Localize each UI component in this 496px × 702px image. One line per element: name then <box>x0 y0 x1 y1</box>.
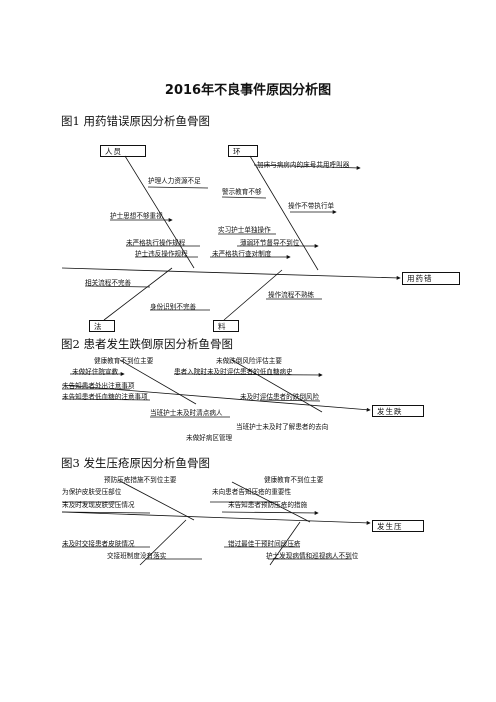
cause-label: 未及时交接患者皮肤情况 <box>62 540 135 548</box>
cause-label: 预防压疮措施不到位主要 <box>104 476 177 484</box>
cause-label: 健康教育不到位主要 <box>94 357 154 365</box>
cause-label: 身份识别不完善 <box>150 303 197 311</box>
fig3-bone-3 <box>139 519 187 566</box>
cause-label: 未做跌倒风险评估主要 <box>216 357 282 365</box>
cause-label: 未告知患者低血糖的注意事项 <box>62 393 148 401</box>
fig1-bone-huan <box>249 155 319 271</box>
cause-label: 薄弱环节督导不到位 <box>240 239 300 247</box>
fig3-bone-1 <box>117 479 195 521</box>
fig1-bone-ren <box>124 155 195 269</box>
fig3-head-box: 发生压 <box>372 520 424 532</box>
cause-label: 护理人力资源不足 <box>148 177 201 185</box>
cause-label: 操作流程不熟练 <box>268 291 315 299</box>
cause-label: 未做好住院宣教 <box>72 368 119 376</box>
fig1-spine <box>61 267 401 280</box>
cause-label: 为保护皮肤受压部位 <box>62 488 122 496</box>
cause-label: 未向患者告知压疮的重要性 <box>212 488 292 496</box>
cause-label: 实习护士单独操作 <box>218 226 271 234</box>
cause-label: 护士违反操作规程 <box>135 250 188 258</box>
figure-2-caption: 图2 患者发生跌倒原因分析鱼骨图 <box>61 337 233 351</box>
cause-label: 未及时评估患者的跌倒风险 <box>240 393 320 401</box>
cause-label: 未告知患者预防压疮的措施 <box>228 501 308 509</box>
figure-3-caption: 图3 发生压疮原因分析鱼骨图 <box>61 456 210 470</box>
category-box-people: 人员 <box>100 145 146 157</box>
fig2-head-box: 发生跌 <box>372 405 424 417</box>
cause-label: 护士发现病情和巡视病人不到位 <box>266 552 359 560</box>
cause-label: 健康教育不到位主要 <box>264 476 324 484</box>
fig2-bone-1 <box>119 359 197 405</box>
cause-label: 当班护士未及时了解患者的去向 <box>236 423 329 431</box>
cause-label: 相关流程不完善 <box>85 279 132 287</box>
cause-label: 警示教育不够 <box>222 188 262 196</box>
fig3-bone-4 <box>269 521 301 566</box>
cause-label: 未告知患者外出注意事项 <box>62 382 135 390</box>
fig2-bone-2 <box>231 359 323 413</box>
cause-label: 未及时发现皮肤受压情况 <box>62 501 135 509</box>
fig1-bone-liao <box>223 269 283 321</box>
fig1-bone-fa <box>103 267 173 321</box>
fig3-spine <box>61 511 371 525</box>
cause-label: 错过最佳干预时间段压疮 <box>228 540 301 548</box>
cause-label: 当班护士未及时清点病人 <box>150 409 223 417</box>
cause-label: 未做好病区管理 <box>186 434 233 442</box>
fig1-head-box: 用药错 <box>402 272 460 285</box>
category-box-method: 法 <box>89 320 115 332</box>
cause-label: 操作不带执行单 <box>288 202 335 210</box>
cause-label: 加床与病房内的床号共用呼叫器 <box>257 161 350 169</box>
cause-label: 未严格执行查对制度 <box>212 250 272 258</box>
cause-label: 交接班制度没有落实 <box>107 552 167 560</box>
category-box-environment: 环 <box>228 145 258 157</box>
page-title: 2016年不良事件原因分析图 <box>164 83 332 98</box>
figure-1-caption: 图1 用药错误原因分析鱼骨图 <box>61 114 210 128</box>
cause-label: 患者入院时未及时评估患者的低血糖病史 <box>174 368 293 376</box>
cause-label: 未严格执行操作规程 <box>126 239 186 247</box>
category-box-material: 料 <box>213 320 239 332</box>
cause-label: 护士思想不够重视 <box>110 212 163 220</box>
